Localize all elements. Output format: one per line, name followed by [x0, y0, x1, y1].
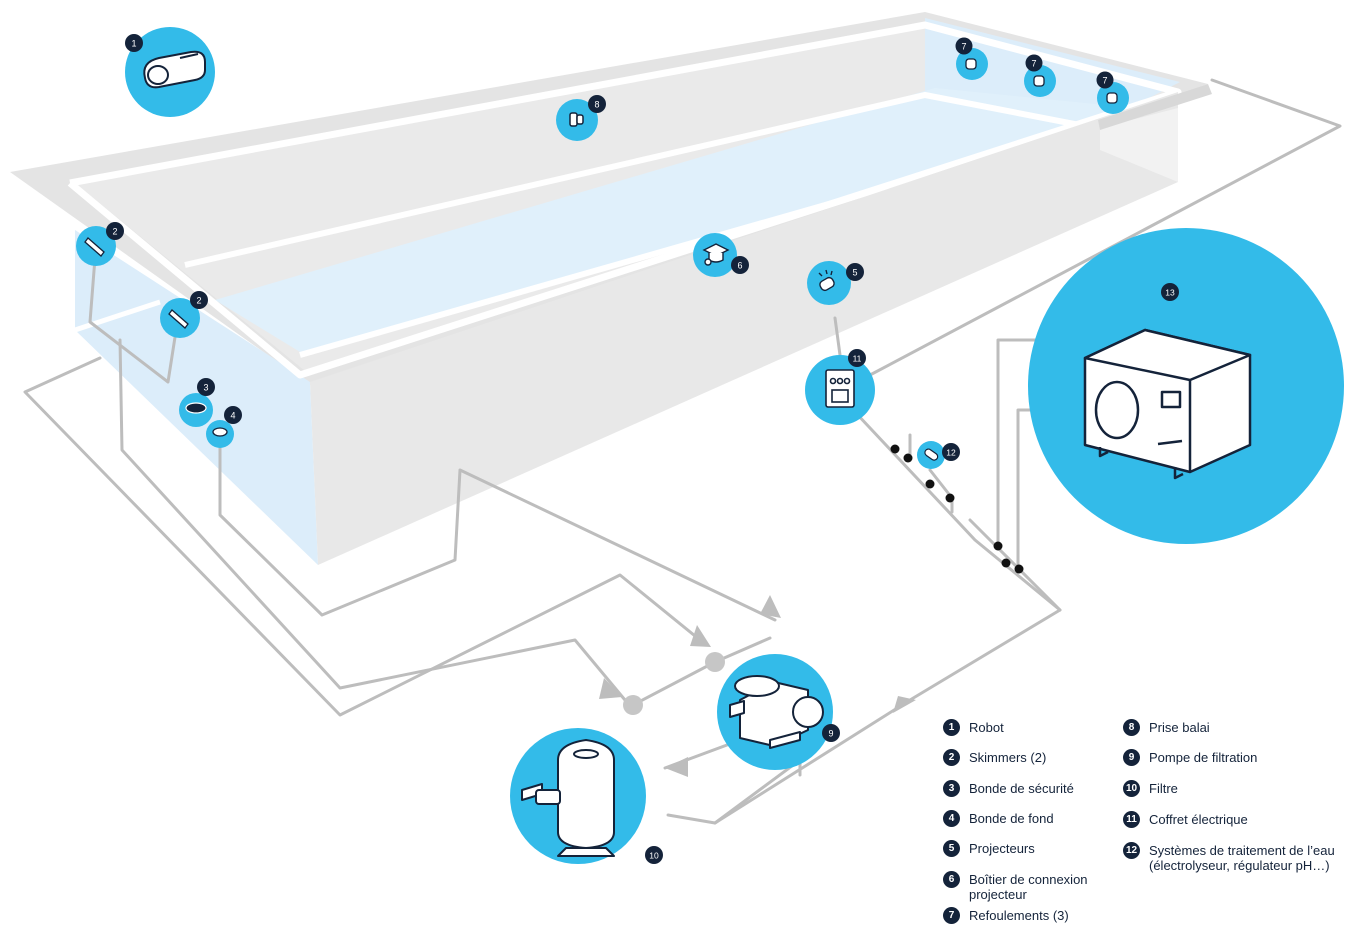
- legend-label: Projecteurs: [969, 841, 1035, 856]
- legend-number: 8: [1123, 719, 1140, 736]
- legend-label: Prise balai: [1149, 720, 1210, 735]
- treatment-icon: [924, 448, 939, 461]
- marker-heat-pump: 13: [1028, 228, 1344, 544]
- safety-drain-icon: [185, 402, 207, 414]
- skimmer-icon: [84, 237, 105, 257]
- legend-number: 9: [1123, 749, 1140, 766]
- legend-item-vacuum: 8 Prise balai: [1123, 719, 1210, 736]
- marker-robot: 1: [125, 27, 215, 117]
- svg-text:5: 5: [852, 268, 857, 278]
- svg-text:6: 6: [737, 261, 742, 271]
- legend-label: Systèmes de traitement de l’eau: [1149, 843, 1335, 858]
- pump-icon: [729, 675, 824, 749]
- svg-text:10: 10: [649, 851, 659, 861]
- legend-label-line2: projecteur: [969, 887, 1027, 902]
- legend-number: 3: [943, 780, 960, 797]
- return-inlet-icon: [1033, 75, 1045, 87]
- legend-item-junction-box: 6 Boîtier de connexion projecteur: [943, 871, 1088, 902]
- flow-arrows: [599, 595, 916, 777]
- svg-text:7: 7: [1031, 59, 1036, 69]
- legend-label-line2: (électrolyseur, régulateur pH…): [1149, 858, 1330, 873]
- svg-text:2: 2: [196, 296, 201, 306]
- svg-text:3: 3: [203, 383, 208, 393]
- return-inlet-icon: [965, 58, 977, 70]
- legend-item-treatment: 12 Systèmes de traitement de l’eau (élec…: [1123, 842, 1335, 873]
- spotlight-icon: [818, 269, 835, 292]
- legend-label: Coffret électrique: [1149, 812, 1248, 827]
- legend-item-bottom-drain: 4 Bonde de fond: [943, 810, 1054, 827]
- return-inlet-icon: [1106, 92, 1118, 104]
- legend-item-safety-drain: 3 Bonde de sécurité: [943, 780, 1074, 797]
- legend-number: 7: [943, 907, 960, 924]
- marker-filter: 10: [510, 728, 663, 864]
- legend-label: Bonde de fond: [969, 811, 1054, 826]
- legend-label: Filtre: [1149, 781, 1178, 796]
- legend-number: 2: [943, 749, 960, 766]
- pool-structure: [10, 12, 1212, 565]
- svg-text:11: 11: [853, 354, 862, 364]
- legend-item-filter: 10 Filtre: [1123, 780, 1178, 797]
- legend-number: 4: [943, 810, 960, 827]
- legend-number: 1: [943, 719, 960, 736]
- svg-text:8: 8: [594, 100, 599, 110]
- marker-skimmers: 2 2: [76, 222, 208, 338]
- legend-label: Boîtier de connexion: [969, 872, 1088, 887]
- marker-safety-drain: 3: [179, 378, 215, 427]
- legend-label: Bonde de sécurité: [969, 781, 1074, 796]
- marker-spotlight: 5: [807, 261, 864, 305]
- svg-text:4: 4: [230, 411, 235, 421]
- legend-number: 12: [1123, 842, 1140, 859]
- marker-returns: 7 7 7: [955, 37, 1129, 114]
- legend-item-electrical-box: 11 Coffret électrique: [1123, 811, 1248, 828]
- svg-text:9: 9: [828, 729, 833, 739]
- filter-icon: [521, 739, 615, 857]
- legend-label: Robot: [969, 720, 1004, 735]
- bottom-drain-icon: [212, 427, 228, 437]
- legend-item-skimmers: 2 Skimmers (2): [943, 749, 1046, 766]
- svg-text:12: 12: [946, 448, 956, 458]
- legend-item-robot: 1 Robot: [943, 719, 1004, 736]
- marker-electrical-box: 11: [805, 349, 875, 425]
- svg-text:2: 2: [112, 227, 117, 237]
- skimmer-icon: [168, 309, 189, 329]
- legend-item-returns: 7 Refoulements (3): [943, 907, 1069, 924]
- legend-label: Refoulements (3): [969, 908, 1069, 923]
- svg-text:7: 7: [961, 42, 966, 52]
- marker-bottom-drain: 4: [206, 406, 242, 448]
- legend-label: Skimmers (2): [969, 750, 1047, 765]
- legend-item-spotlights: 5 Projecteurs: [943, 840, 1035, 857]
- marker-vacuum-socket: 8: [556, 95, 606, 141]
- marker-junction-box: 6: [693, 233, 749, 277]
- badge-1: 1: [131, 39, 136, 49]
- robot-icon: [143, 50, 206, 89]
- svg-text:7: 7: [1102, 76, 1107, 86]
- legend-number: 5: [943, 840, 960, 857]
- legend-item-pump: 9 Pompe de filtration: [1123, 749, 1257, 766]
- electrical-box-icon: [825, 369, 855, 408]
- legend-label: Pompe de filtration: [1149, 750, 1258, 765]
- legend-number: 6: [943, 871, 960, 888]
- svg-text:13: 13: [1165, 288, 1175, 298]
- junction-box-icon: [702, 243, 730, 266]
- marker-treatment: 12: [917, 441, 960, 469]
- vacuum-socket-icon: [569, 112, 584, 127]
- legend-number: 11: [1123, 811, 1140, 828]
- legend-number: 10: [1123, 780, 1140, 797]
- junction-dots: [890, 444, 1024, 574]
- marker-pump: 9: [717, 654, 840, 770]
- heat-pump-icon: [1083, 328, 1252, 480]
